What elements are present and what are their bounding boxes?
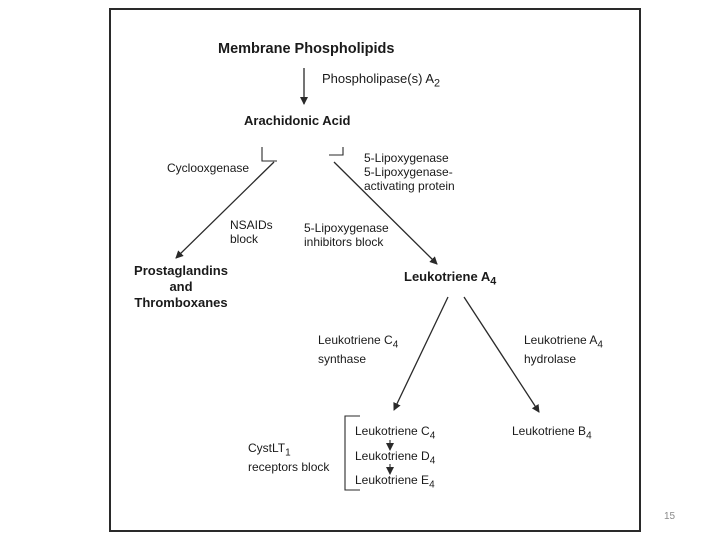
phospholipase-label: Phospholipase(s) A2 [322,71,441,90]
leukotriene-a4-label: Leukotriene A4 [404,269,497,288]
arrow-to-ltc4 [393,296,449,411]
leukotriene-c4-label: Leukotriene C4 [355,424,436,442]
prostaglandins-thromboxanes-label: Prostaglandins and Thromboxanes [134,263,228,310]
arrow-to-prostaglandins [175,161,275,259]
cystlt-bracket [344,415,360,491]
slide-number: 15 [664,511,676,522]
arrow-to-ltb4 [463,296,540,413]
membrane-phospholipids-label: Membrane Phospholipids [218,41,395,57]
leukotriene-d4-label: Leukotriene D4 [355,449,436,467]
lipoxygenase-bracket [329,147,344,156]
leukotriene-e4-label: Leukotriene E4 [355,473,435,491]
arachidonic-acid-label: Arachidonic Acid [244,113,351,128]
leukotriene-b4-label: Leukotriene B4 [512,424,592,442]
arrow-to-leukotriene-a4 [333,161,438,265]
cyclooxygenase-label: Cyclooxgenase [167,161,250,175]
pathway-arrows [175,68,540,491]
pathway-figure: Membrane Phospholipids Phospholipase(s) … [109,8,641,532]
cyclooxygenase-bracket [261,147,277,162]
